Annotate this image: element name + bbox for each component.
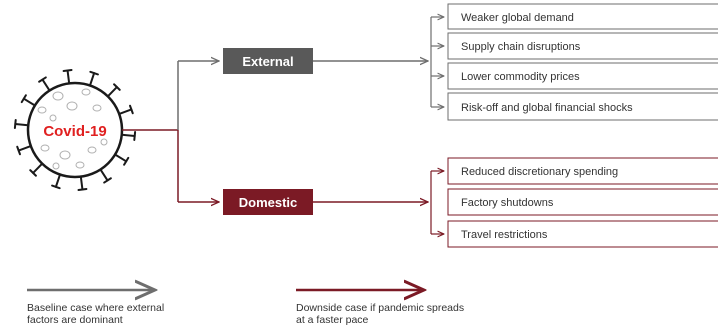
external-label: External [242,54,293,69]
external-item-box [447,62,718,90]
legend-downside-text: Downside case if pandemic spreads at a f… [296,302,464,326]
external-box [223,48,313,74]
external-item-label: Lower commodity prices [461,71,580,83]
domestic-item-box [447,220,718,248]
legend-downside-line2: at a faster pace [296,314,369,326]
domestic-item-label: Factory shutdowns [461,197,554,209]
domestic-label: Domestic [239,195,298,210]
external-item-box [447,3,718,30]
external-item-box [447,92,718,121]
external-item-label: Weaker global demand [461,12,574,24]
domestic-item-label: Travel restrictions [461,229,548,241]
center-label: Covid-19 [43,123,106,140]
legend-baseline-line1: Baseline case where external [27,302,165,314]
external-item-box [447,32,718,60]
legend-downside-line1: Downside case if pandemic spreads [296,302,465,314]
domestic-item-box [447,157,718,185]
external-item-label: Risk-off and global financial shocks [461,102,633,114]
domestic-item-label: Reduced discretionary spending [461,166,618,178]
external-item-label: Supply chain disruptions [461,41,581,53]
domestic-item-box [447,188,718,216]
legend-baseline-line2: factors are dominant [27,314,123,326]
domestic-box [223,189,313,215]
legend-baseline-text: Baseline case where external factors are… [27,302,164,326]
